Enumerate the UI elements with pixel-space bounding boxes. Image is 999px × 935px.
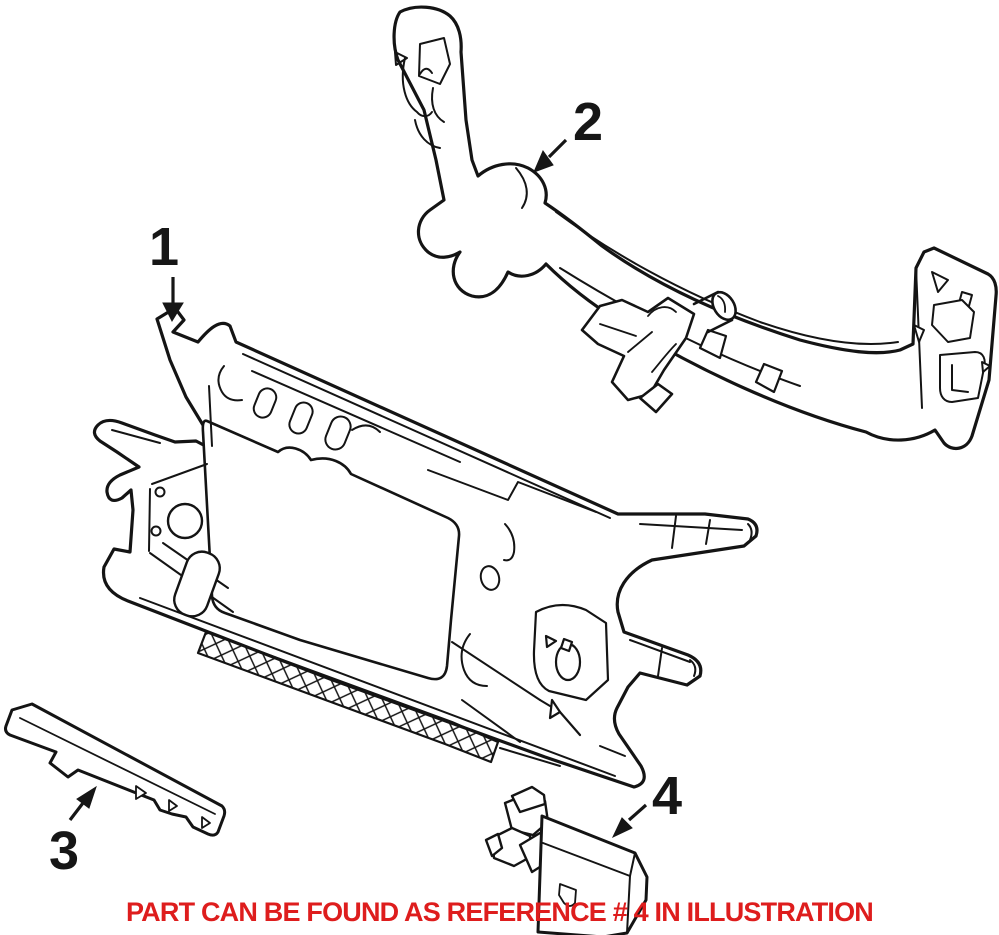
callout-4-label: 4 [652, 766, 682, 826]
reference-note: PART CAN BE FOUND AS REFERENCE # 4 IN IL… [125, 897, 874, 927]
seal-strip-part-drawing [4, 702, 227, 837]
callout-3: 3 [49, 785, 97, 881]
callout-4: 4 [611, 766, 682, 839]
callout-1-label: 1 [149, 217, 179, 277]
callout-3-label: 3 [49, 821, 79, 881]
sensor-part-drawing [484, 785, 649, 935]
callout-2: 2 [533, 92, 603, 173]
radiator-support-part-drawing [92, 306, 759, 789]
callout-1: 1 [149, 217, 184, 323]
callout-3-arrow-icon [68, 785, 97, 821]
callout-1-arrow-icon [162, 277, 184, 323]
callout-2-label: 2 [573, 92, 603, 152]
callout-2-arrow-icon [533, 138, 568, 173]
crossmember-part-drawing [392, 5, 998, 451]
callout-4-arrow-icon [611, 803, 648, 839]
